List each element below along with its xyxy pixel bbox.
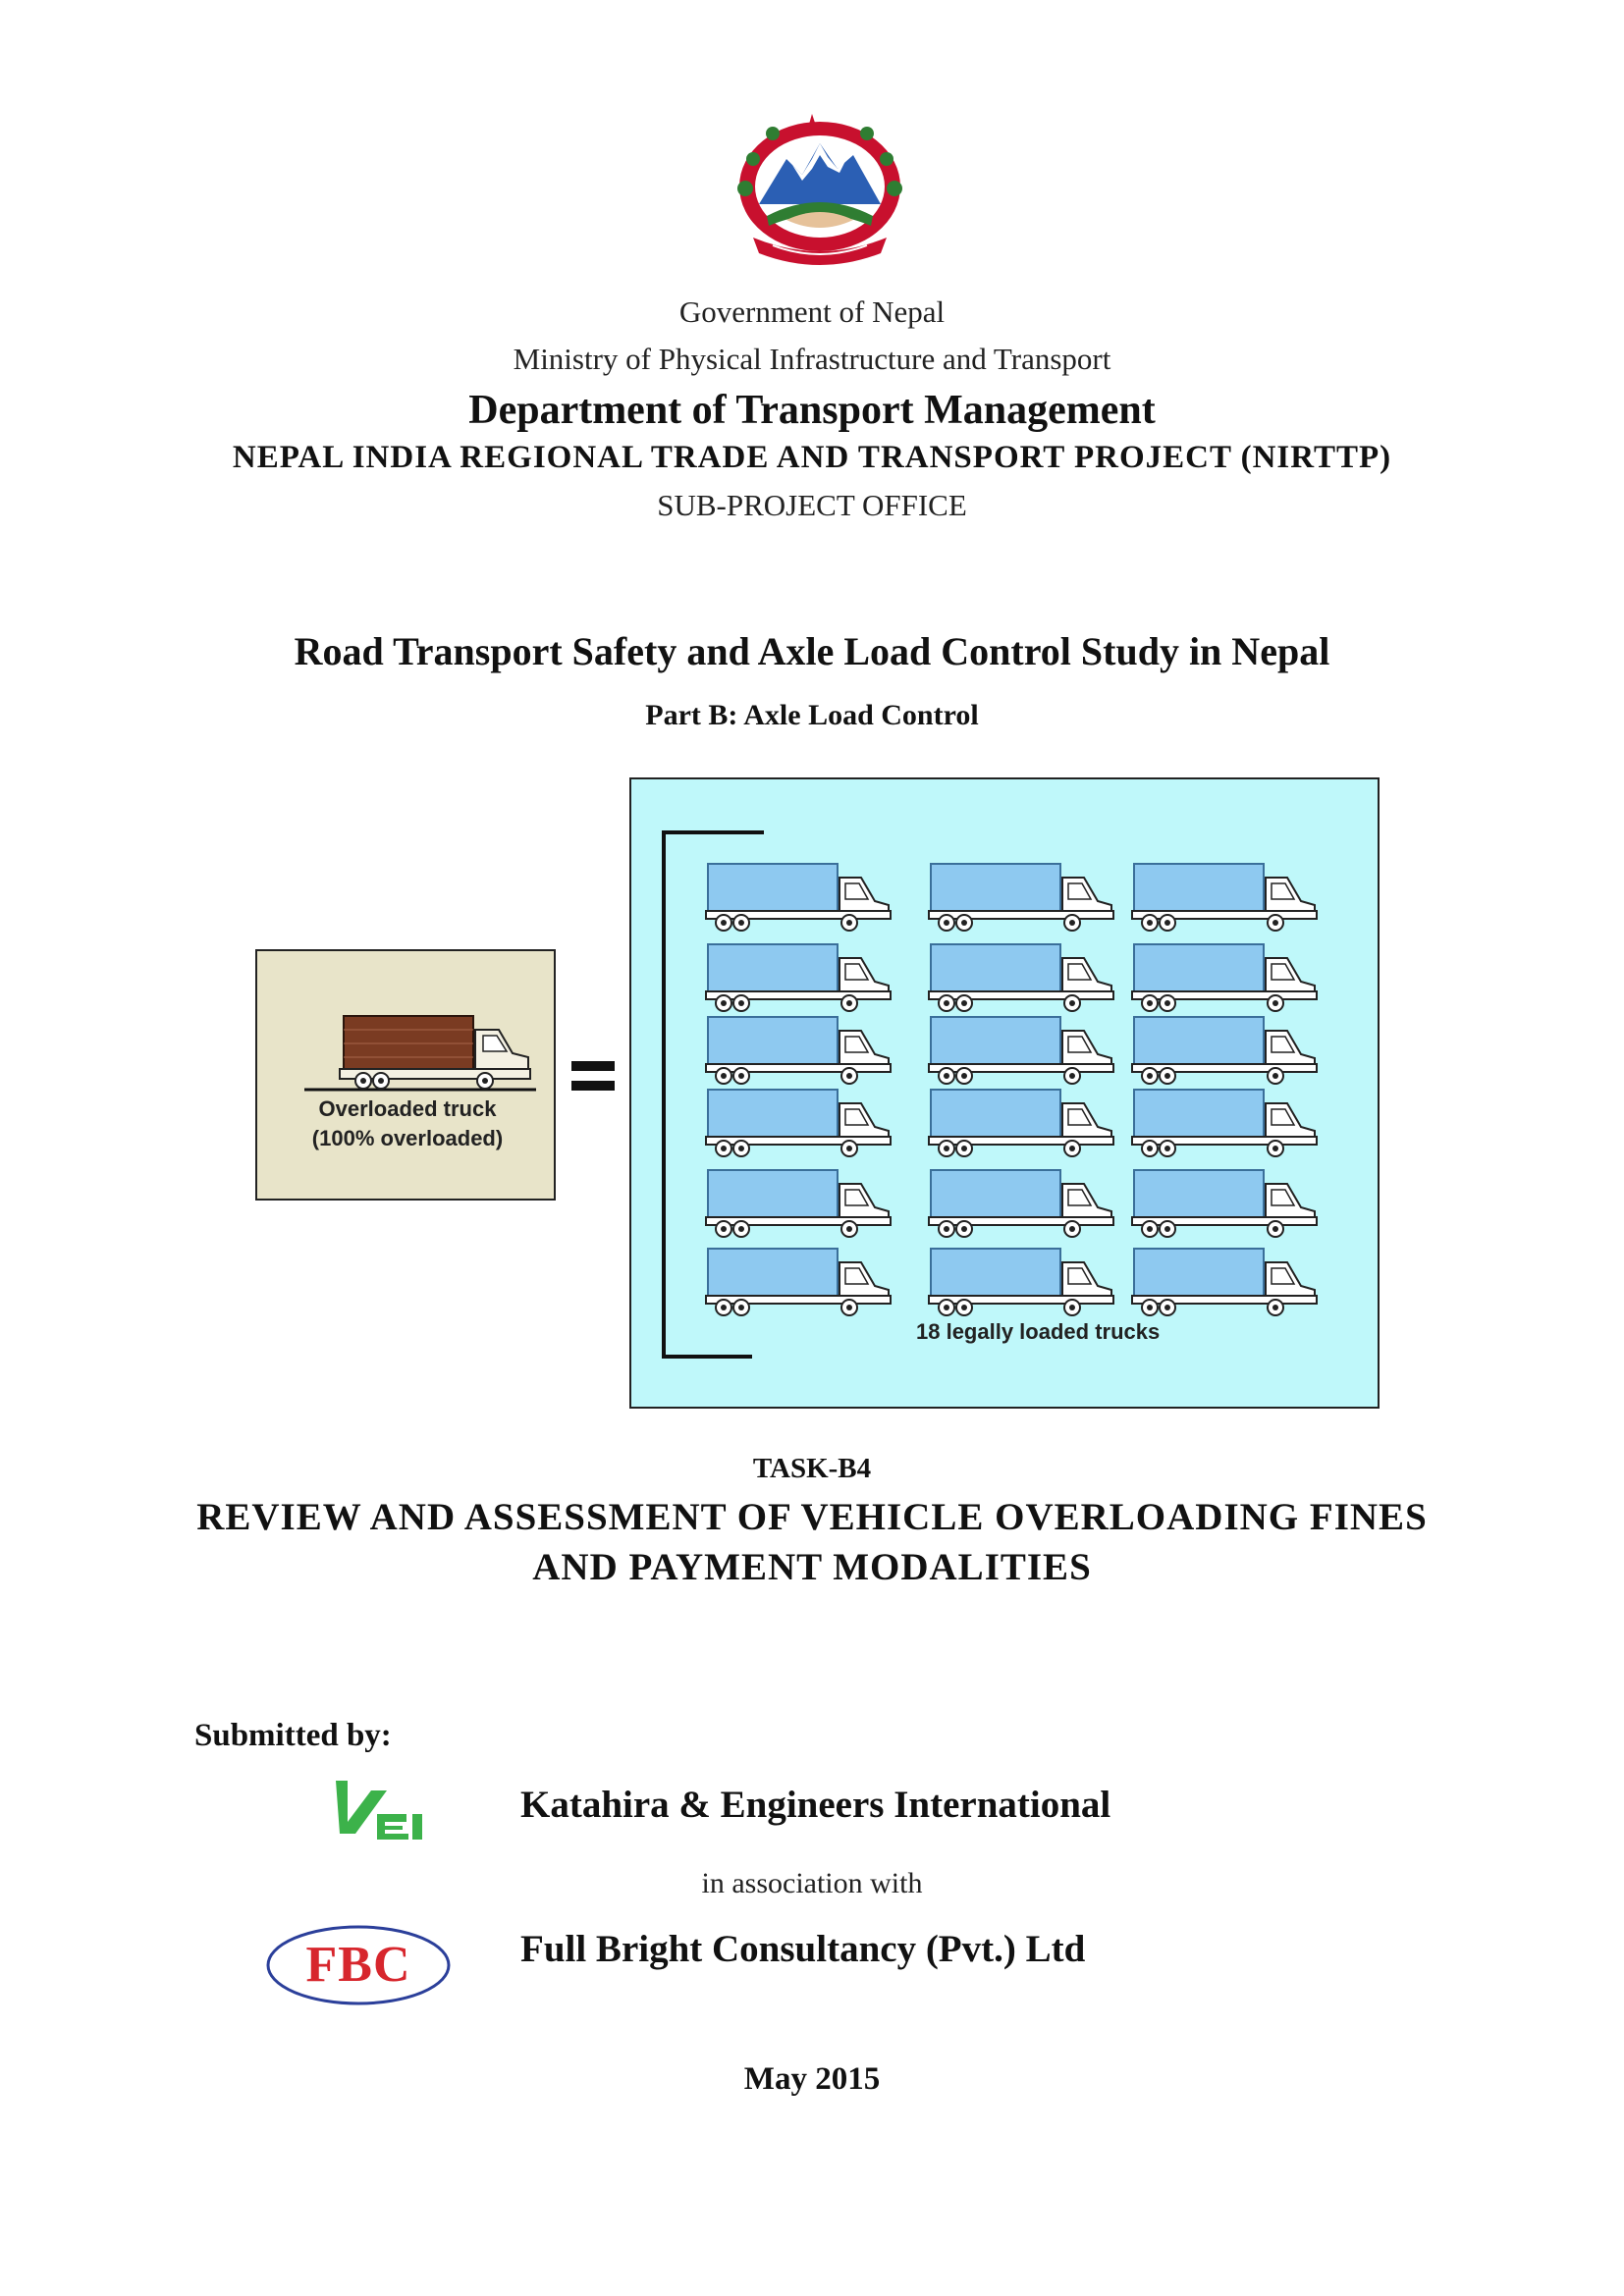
legal-truck-icon — [1131, 1169, 1318, 1238]
legal-truck-icon — [928, 1169, 1114, 1238]
legal-truck-icon — [928, 1089, 1114, 1157]
part-subtitle: Part B: Axle Load Control — [645, 699, 979, 731]
legal-truck-icon — [928, 1016, 1114, 1085]
legal-trucks-caption: 18 legally loaded trucks — [916, 1319, 1161, 1344]
legal-truck-icon — [705, 863, 892, 932]
fbc-logo-text: FBC — [305, 1937, 411, 1993]
legal-truck-icon — [705, 1089, 892, 1157]
legal-truck-icon — [928, 1248, 1114, 1316]
overloaded-caption-line1: Overloaded truck — [318, 1096, 497, 1121]
legal-truck-icon — [705, 1248, 892, 1316]
department-title: Department of Transport Management — [468, 388, 1156, 433]
legal-truck-icon — [1131, 1248, 1318, 1316]
overloaded-truck-caption: Overloaded truck (100% overloaded) — [257, 1095, 558, 1153]
partner-name: Full Bright Consultancy (Pvt.) Ltd — [520, 1928, 1086, 1970]
ministry-line: Ministry of Physical Infrastructure and … — [513, 342, 1111, 376]
legal-truck-icon — [1131, 1016, 1318, 1085]
legal-truck-icon — [1131, 943, 1318, 1012]
kei-logo-icon — [336, 1781, 422, 1840]
overloaded-truck-panel: Overloaded truck (100% overloaded) — [255, 949, 556, 1201]
study-title: Road Transport Safety and Axle Load Cont… — [294, 629, 1330, 673]
association-line: in association with — [701, 1867, 923, 1899]
legal-truck-icon — [928, 943, 1114, 1012]
overloaded-caption-line2: (100% overloaded) — [311, 1126, 504, 1150]
legal-trucks-panel: 18 legally loaded trucks — [629, 777, 1380, 1409]
equals-sign-icon — [571, 1061, 615, 1091]
overloaded-truck-icon — [304, 1015, 536, 1092]
legal-truck-icon — [1131, 863, 1318, 932]
legal-truck-icon — [705, 943, 892, 1012]
report-date: May 2015 — [743, 2061, 881, 2097]
firm-name: Katahira & Engineers International — [520, 1784, 1111, 1826]
fbc-logo-ellipse-icon — [266, 1925, 451, 2005]
task-title-line2: AND PAYMENT MODALITIES — [532, 1546, 1092, 1588]
legal-truck-icon — [928, 863, 1114, 932]
legal-trucks-grid — [662, 830, 1318, 1359]
nepal-emblem-icon — [737, 114, 902, 265]
office-line: SUB-PROJECT OFFICE — [657, 488, 967, 522]
government-line: Government of Nepal — [678, 294, 946, 329]
fbc-logo: FBC — [265, 1924, 452, 2006]
submitted-by-label: Submitted by: — [194, 1718, 392, 1753]
task-code: TASK-B4 — [752, 1453, 872, 1484]
task-title-line1: REVIEW AND ASSESSMENT OF VEHICLE OVERLOA… — [196, 1496, 1428, 1538]
legal-truck-icon — [705, 1016, 892, 1085]
legal-truck-icon — [705, 1169, 892, 1238]
project-title: NEPAL INDIA REGIONAL TRADE AND TRANSPORT… — [232, 440, 1392, 475]
legal-truck-icon — [1131, 1089, 1318, 1157]
